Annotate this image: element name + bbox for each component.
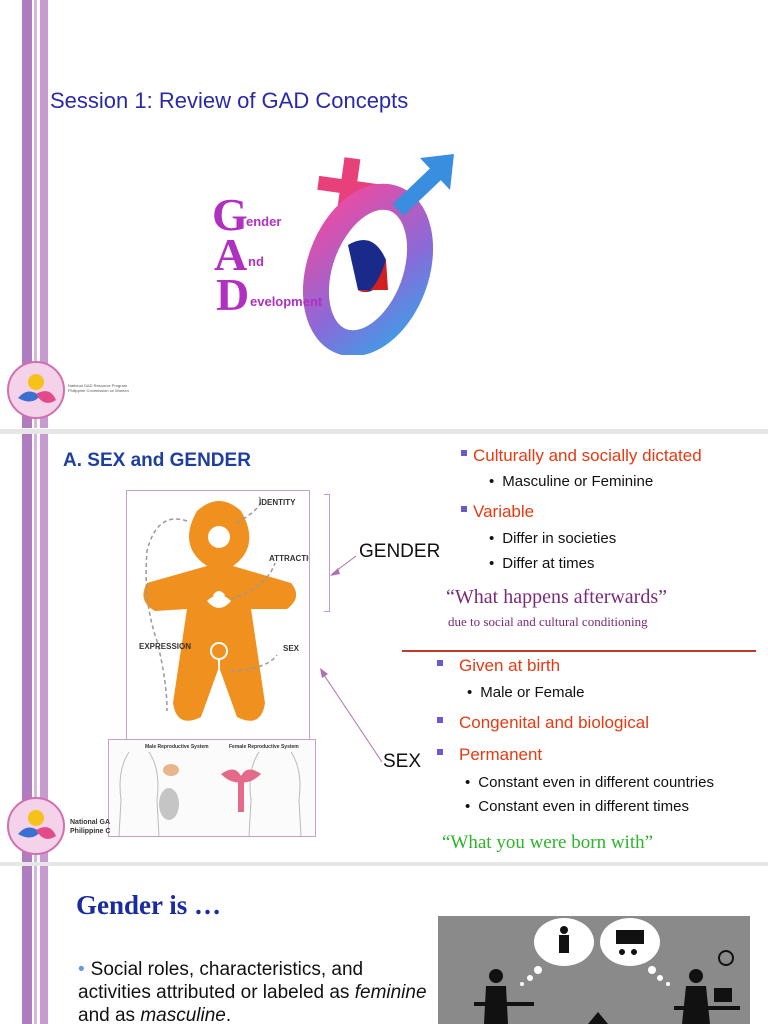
accent-bar	[22, 0, 32, 428]
figure-label-identity: IDENTITY	[259, 498, 296, 507]
sex-point: Permanent	[437, 745, 542, 765]
accent-bar	[22, 434, 32, 862]
gender-bracket	[324, 494, 330, 612]
gender-label: GENDER	[359, 541, 441, 562]
sex-point: Given at birth	[437, 656, 560, 676]
slide-1: Session 1: Review of GAD Concepts G ende…	[0, 0, 768, 428]
divider-line	[402, 650, 756, 652]
sex-quote: “What you were born with”	[442, 832, 654, 853]
gender-subpoint: Masculine or Feminine	[489, 473, 653, 490]
gad-word: nd	[248, 254, 264, 269]
accent-bar-thin	[34, 434, 37, 862]
bullet-dot-icon: •	[78, 959, 85, 980]
gender-roles-illustration	[438, 916, 750, 1024]
slide-separator	[0, 862, 768, 866]
bullet-square-icon	[437, 748, 443, 755]
gender-subpoint: Differ at times	[489, 555, 594, 572]
bullet-square-icon	[461, 505, 467, 512]
reproductive-diagram: Male Reproductive System Female Reproduc…	[108, 739, 316, 837]
bullet-square-icon	[461, 449, 467, 456]
bullet-square-icon	[437, 659, 443, 666]
bullet-square-icon	[437, 716, 443, 723]
slide-separator	[0, 429, 768, 434]
gingerbread-figure: IDENTITY ATTRACTIO EXPRESSION SEX	[139, 496, 315, 721]
svg-text:Female Reproductive System: Female Reproductive System	[229, 744, 299, 750]
figure-label-sex: SEX	[283, 644, 300, 653]
sex-subpoint: Constant even in different countries	[465, 774, 714, 791]
slide-2: A. SEX and GENDER IDENTITY ATTRACTIO EXP…	[0, 434, 768, 862]
figure-label-expression: EXPRESSION	[139, 642, 191, 651]
gad-word: evelopment	[250, 294, 323, 309]
figure-label-attraction: ATTRACTIO	[269, 554, 309, 563]
gad-logo-graphic: G ender A nd D evelopment	[212, 154, 454, 355]
gad-letter-d: D	[216, 269, 249, 320]
sex-subpoint: Male or Female	[467, 684, 584, 701]
accent-bar-thin	[34, 866, 37, 1024]
slide-3: Gender is … •Social roles, characteristi…	[0, 866, 768, 1024]
sex-label: SEX	[383, 751, 422, 772]
logo-caption: National GAD Resource Program Philippine…	[68, 383, 129, 393]
slide-title: Gender is …	[76, 890, 222, 920]
sex-subpoint: Constant even in different times	[465, 798, 689, 815]
logo-caption: National GA Philippine C	[70, 819, 111, 835]
ngrp-logo	[7, 797, 65, 855]
gender-quote: “What happens afterwards”	[446, 586, 667, 608]
gad-letter-a: A	[214, 229, 247, 280]
accent-bar	[40, 866, 48, 1024]
gender-quote-sub: due to social and cultural conditioning	[448, 614, 648, 629]
slide-title: A. SEX and GENDER	[63, 450, 251, 471]
gad-word: ender	[246, 214, 281, 229]
gender-subpoint: Differ in societies	[489, 530, 616, 547]
accent-bar-thin	[34, 0, 37, 428]
gender-point: Variable	[461, 502, 534, 522]
gender-definition: •Social roles, characteristics, and acti…	[78, 959, 427, 1024]
accent-bar	[40, 434, 48, 862]
gender-figure-panel: IDENTITY ATTRACTIO EXPRESSION SEX	[126, 490, 315, 742]
gender-point: Culturally and socially dictated	[461, 446, 702, 466]
slide-title: Session 1: Review of GAD Concepts	[50, 88, 409, 113]
accent-bar	[40, 0, 48, 428]
pointer-arrows	[320, 555, 383, 763]
svg-text:Male Reproductive System: Male Reproductive System	[145, 744, 209, 750]
gad-letter-g: G	[212, 189, 248, 240]
ngrp-logo	[7, 361, 65, 419]
accent-bar	[22, 866, 32, 1024]
sex-point: Congenital and biological	[437, 713, 649, 733]
